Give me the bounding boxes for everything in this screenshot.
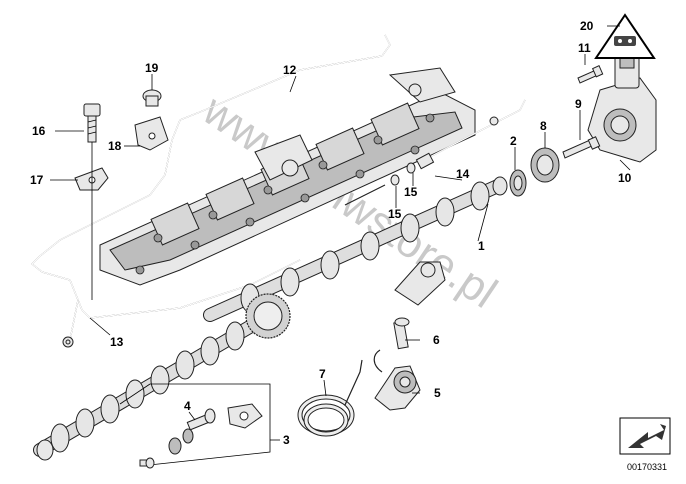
callout-2: 2 bbox=[510, 134, 517, 148]
camshaft-lower bbox=[33, 293, 291, 461]
camshaft-upper bbox=[203, 176, 508, 322]
lever bbox=[394, 261, 446, 306]
screw bbox=[393, 317, 410, 350]
callout-numbers: 1 2 3 4 5 6 7 8 9 10 11 12 13 14 15 15 1… bbox=[30, 19, 632, 447]
callout-12: 12 bbox=[283, 63, 297, 77]
callout-15a: 15 bbox=[388, 207, 402, 221]
callout-16: 16 bbox=[32, 124, 46, 138]
callout-20: 20 bbox=[580, 19, 594, 33]
callout-17: 17 bbox=[30, 173, 44, 187]
callout-5: 5 bbox=[434, 386, 441, 400]
callout-6: 6 bbox=[433, 333, 440, 347]
callout-15b: 15 bbox=[404, 185, 418, 199]
sub-assembly-group bbox=[119, 383, 271, 469]
clip bbox=[134, 116, 169, 151]
control-unit bbox=[587, 51, 657, 163]
vacuum-line bbox=[31, 34, 391, 348]
callout-13: 13 bbox=[110, 335, 124, 349]
bolt bbox=[562, 136, 601, 159]
camshaft-sensor bbox=[373, 349, 421, 411]
bolt bbox=[577, 65, 604, 84]
seal-ring bbox=[390, 174, 400, 186]
callout-9: 9 bbox=[575, 97, 582, 111]
callout-11: 11 bbox=[578, 41, 591, 55]
callout-10: 10 bbox=[618, 171, 632, 185]
callout-3: 3 bbox=[283, 433, 290, 447]
camshaft-sprocket bbox=[530, 147, 560, 183]
callout-19: 19 bbox=[145, 61, 159, 75]
callout-4: 4 bbox=[184, 399, 191, 413]
callout-18: 18 bbox=[108, 139, 122, 153]
reference-code: 00170331 bbox=[627, 462, 667, 472]
seal-ring bbox=[406, 162, 416, 174]
bearing-ladder bbox=[99, 67, 476, 286]
callout-7: 7 bbox=[319, 367, 326, 381]
bearing bbox=[509, 169, 527, 197]
callout-1: 1 bbox=[478, 239, 485, 253]
bolt bbox=[142, 89, 162, 107]
reference-box: 00170331 bbox=[619, 417, 671, 472]
warning-triangle-icon bbox=[594, 13, 656, 59]
leader-lines bbox=[50, 25, 631, 441]
callout-8: 8 bbox=[540, 119, 547, 133]
bracket bbox=[74, 167, 109, 191]
callout-14: 14 bbox=[456, 167, 470, 181]
cable-coil bbox=[297, 359, 363, 437]
oil-pipe bbox=[415, 99, 526, 170]
arrow-icon bbox=[628, 424, 666, 448]
bolt bbox=[83, 103, 101, 143]
